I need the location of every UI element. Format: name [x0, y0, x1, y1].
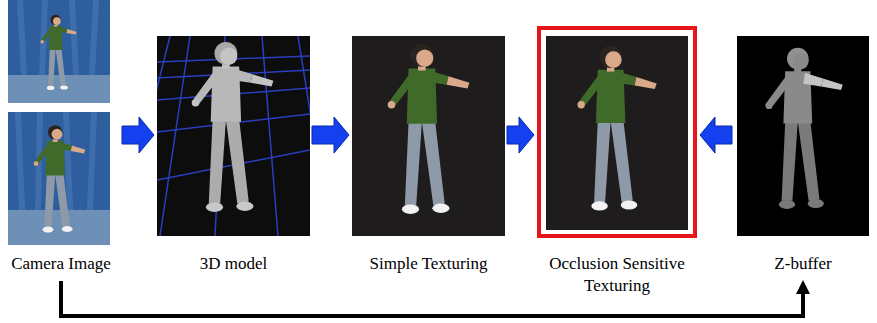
caption: Z-buffer: [734, 253, 872, 275]
arrowhead: [796, 280, 810, 294]
occlusion-texture-image: [539, 28, 695, 236]
block-arrow: [700, 117, 732, 153]
caption: Occlusion Sensitive Texturing: [537, 253, 697, 297]
image-panel: Z-buffer: [734, 36, 872, 277]
caption: Camera Image: [2, 253, 120, 275]
camera-photo: [8, 112, 110, 245]
block-arrow-shape: [312, 117, 349, 153]
z-buffer-image: [737, 36, 869, 236]
block-arrow-shape: [700, 117, 732, 153]
block-arrow: [507, 117, 534, 153]
connector-line: [61, 281, 803, 316]
camera-photo: [8, 0, 110, 103]
feedback-arrow: [61, 280, 810, 316]
image-panel: Camera Image: [2, 0, 120, 277]
block-arrow: [122, 117, 154, 153]
image-panel: Simple Texturing: [352, 36, 505, 277]
image-panel: 3D model: [157, 36, 310, 277]
mesh-model-image: [120, 36, 330, 236]
simple-texture-image: [352, 36, 505, 236]
image-panel: Occlusion Sensitive Texturing: [537, 26, 697, 299]
caption: Simple Texturing: [352, 253, 505, 275]
block-arrow-shape: [122, 117, 154, 153]
block-arrow-shape: [507, 117, 534, 153]
caption: 3D model: [157, 253, 310, 275]
block-arrow: [312, 117, 349, 153]
